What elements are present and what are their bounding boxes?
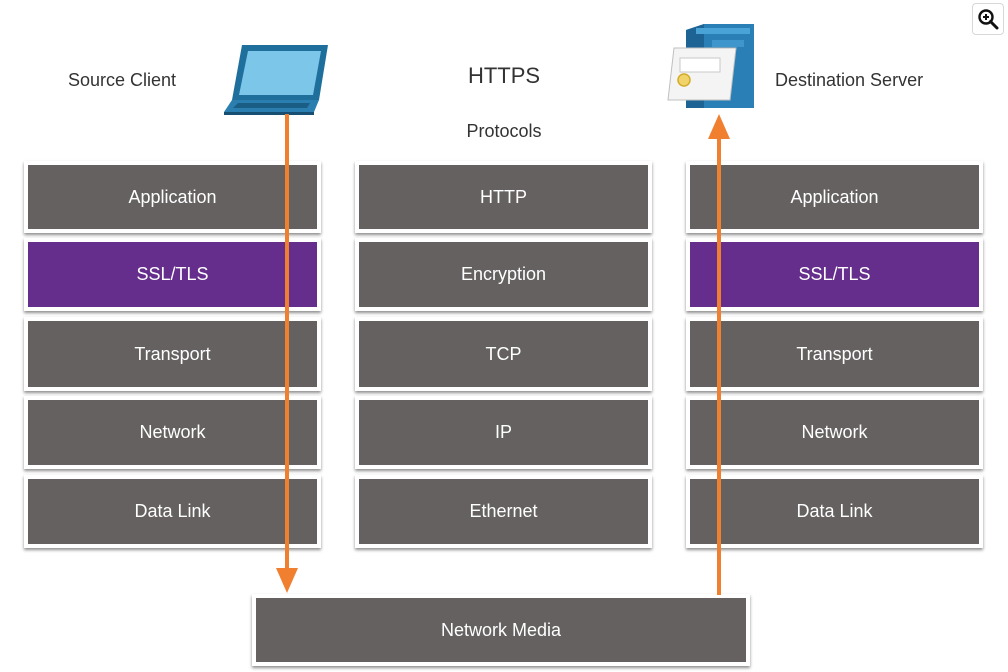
zoom-button[interactable] <box>972 3 1004 35</box>
laptop-icon <box>224 45 328 115</box>
protocol-tcp: TCP <box>355 317 652 391</box>
protocol-ip: IP <box>355 396 652 469</box>
client-layer-network: Network <box>24 396 321 469</box>
destination-server-label: Destination Server <box>775 70 924 90</box>
page-title: HTTPS <box>467 63 541 88</box>
downward-arrowhead <box>276 568 298 593</box>
source-client-label: Source Client <box>68 70 177 90</box>
client-layer-application: Application <box>24 161 321 233</box>
server-layer-data-link: Data Link <box>686 475 983 548</box>
zoom-in-icon <box>978 9 999 30</box>
server-layer-transport: Transport <box>686 317 983 391</box>
client-layer-ssl-tls: SSL/TLS <box>24 238 321 311</box>
protocol-ethernet: Ethernet <box>355 475 652 548</box>
server-icon <box>667 24 754 108</box>
network-media: Network Media <box>252 594 750 666</box>
client-layer-data-link: Data Link <box>24 475 321 548</box>
protocol-encryption: Encryption <box>355 238 652 311</box>
server-layer-network: Network <box>686 396 983 469</box>
client-layer-transport: Transport <box>24 317 321 391</box>
protocol-http: HTTP <box>355 161 652 233</box>
server-layer-ssl-tls: SSL/TLS <box>686 238 983 311</box>
protocols-label: Protocols <box>466 121 542 141</box>
server-layer-application: Application <box>686 161 983 233</box>
